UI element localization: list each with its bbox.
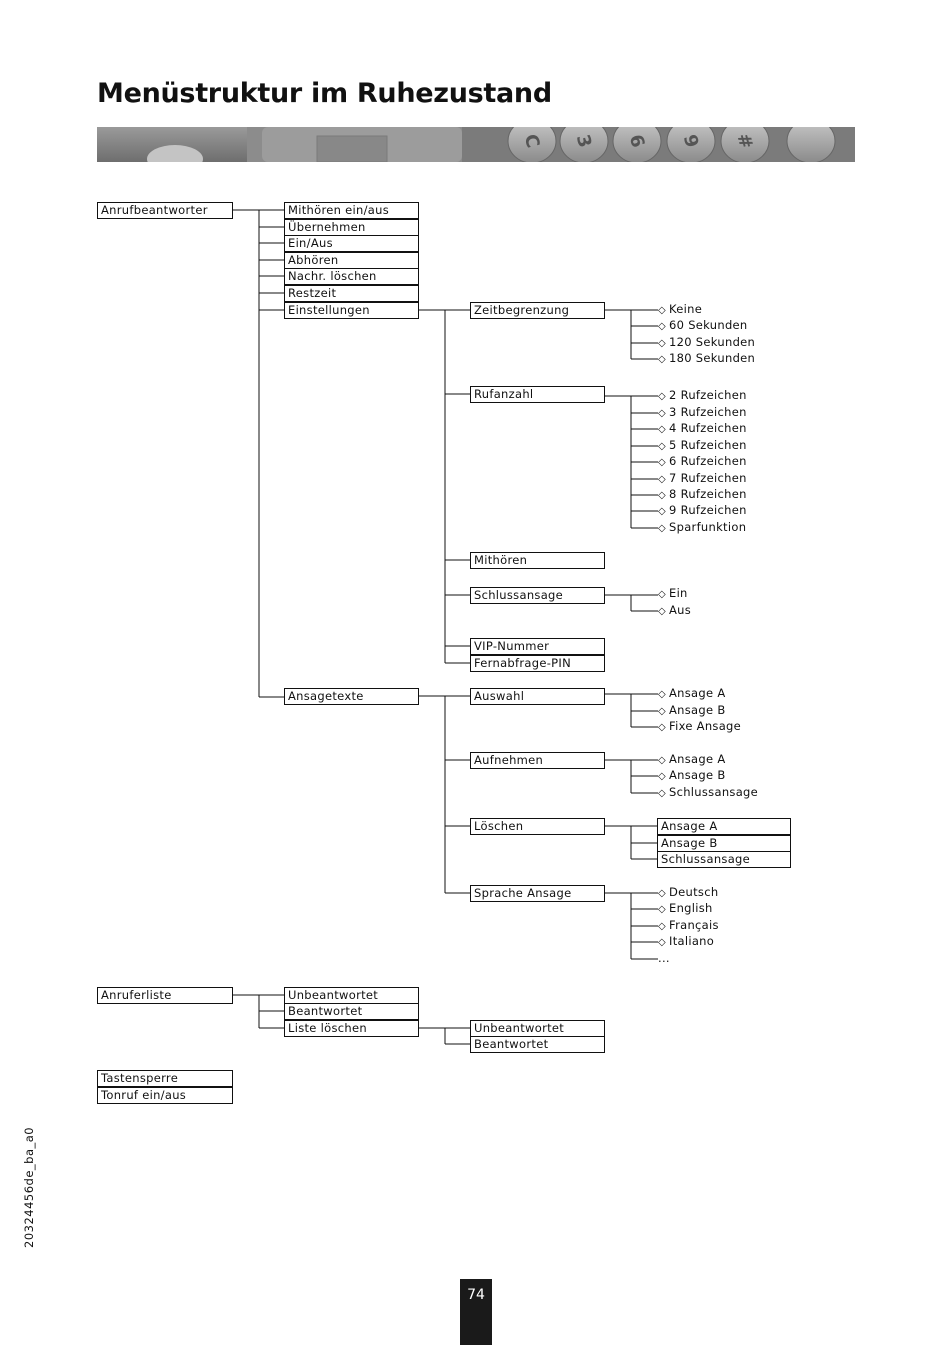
diamond-icon: ◇ bbox=[658, 788, 666, 799]
menu-item-zeitbegrenzung: Zeitbegrenzung bbox=[470, 302, 605, 319]
menu-item-unbeantwortet-loeschen: Unbeantwortet bbox=[470, 1020, 605, 1037]
menu-item-tastensperre: Tastensperre bbox=[97, 1070, 233, 1087]
menu-item-restzeit: Restzeit bbox=[284, 285, 419, 302]
option-item: ◇180 Sekunden bbox=[658, 351, 756, 365]
menu-item-beantwortet: Beantwortet bbox=[284, 1003, 419, 1020]
option-item: ◇Ansage B bbox=[658, 703, 726, 717]
menu-item-uebernehmen: Übernehmen bbox=[284, 219, 419, 236]
menu-item-anruferliste: Anruferliste bbox=[97, 987, 233, 1004]
diamond-icon: ◇ bbox=[658, 338, 666, 349]
option-item: ◇Français bbox=[658, 918, 719, 932]
menu-item-auswahl: Auswahl bbox=[470, 688, 605, 705]
option-item: ◇120 Sekunden bbox=[658, 335, 756, 349]
option-item: ◇Italiano bbox=[658, 934, 715, 948]
diamond-icon: ◇ bbox=[658, 937, 666, 948]
option-item: ◇Ansage A bbox=[658, 752, 726, 766]
menu-item-loeschen: Löschen bbox=[470, 818, 605, 835]
menu-item-fernabfrage-pin: Fernabfrage-PIN bbox=[470, 655, 605, 672]
document-id: 20324456de_ba_a0 bbox=[22, 1126, 36, 1248]
option-item: ... bbox=[658, 951, 670, 965]
diamond-icon: ◇ bbox=[658, 441, 666, 452]
option-item: ◇3 Rufzeichen bbox=[658, 405, 747, 419]
diamond-icon: ◇ bbox=[658, 424, 666, 435]
diamond-icon: ◇ bbox=[658, 305, 666, 316]
diamond-icon: ◇ bbox=[658, 771, 666, 782]
menu-item-loeschen-ansage-a: Ansage A bbox=[657, 818, 791, 835]
menu-item-unbeantwortet: Unbeantwortet bbox=[284, 987, 419, 1004]
diamond-icon: ◇ bbox=[658, 474, 666, 485]
menu-item-anrufbeantworter: Anrufbeantworter bbox=[97, 202, 233, 219]
option-item: ◇Schlussansage bbox=[658, 785, 759, 799]
option-item: ◇6 Rufzeichen bbox=[658, 454, 747, 468]
keypad-key-label: # bbox=[732, 131, 756, 151]
option-item: ◇Sparfunktion bbox=[658, 520, 747, 534]
option-item: ◇Ansage A bbox=[658, 686, 726, 700]
menu-item-sprache-ansage: Sprache Ansage bbox=[470, 885, 605, 902]
diamond-icon: ◇ bbox=[658, 888, 666, 899]
diamond-icon: ◇ bbox=[658, 722, 666, 733]
page-number: 74 bbox=[460, 1279, 492, 1345]
option-item: ◇60 Sekunden bbox=[658, 318, 748, 332]
menu-item-tonruf: Tonruf ein/aus bbox=[97, 1087, 233, 1104]
phone-keypad-photo: C 3 6 9 # bbox=[97, 118, 855, 173]
diamond-icon: ◇ bbox=[658, 354, 666, 365]
diamond-icon: ◇ bbox=[658, 904, 666, 915]
menu-item-einstellungen: Einstellungen bbox=[284, 302, 419, 319]
option-item: ◇9 Rufzeichen bbox=[658, 503, 747, 517]
diamond-icon: ◇ bbox=[658, 457, 666, 468]
diamond-icon: ◇ bbox=[658, 706, 666, 717]
menu-item-rufanzahl: Rufanzahl bbox=[470, 386, 605, 403]
diamond-icon: ◇ bbox=[658, 606, 666, 617]
diamond-icon: ◇ bbox=[658, 689, 666, 700]
diamond-icon: ◇ bbox=[658, 490, 666, 501]
diamond-icon: ◇ bbox=[658, 506, 666, 517]
diamond-icon: ◇ bbox=[658, 589, 666, 600]
option-item: ◇Keine bbox=[658, 302, 703, 316]
menu-item-beantwortet-loeschen: Beantwortet bbox=[470, 1036, 605, 1053]
option-item: ◇Fixe Ansage bbox=[658, 719, 742, 733]
menu-item-ansagetexte: Ansagetexte bbox=[284, 688, 419, 705]
diamond-icon: ◇ bbox=[658, 523, 666, 534]
diamond-icon: ◇ bbox=[658, 755, 666, 766]
diamond-icon: ◇ bbox=[658, 921, 666, 932]
menu-item-loeschen-schlussansage: Schlussansage bbox=[657, 851, 791, 868]
diamond-icon: ◇ bbox=[658, 408, 666, 419]
diamond-icon: ◇ bbox=[658, 321, 666, 332]
option-item: ◇English bbox=[658, 901, 713, 915]
keypad-key-label: 9 bbox=[679, 132, 703, 150]
option-item: ◇7 Rufzeichen bbox=[658, 471, 747, 485]
option-item: ◇Ansage B bbox=[658, 768, 726, 782]
keypad-key-label: 6 bbox=[625, 132, 649, 150]
menu-item-abhoeren: Abhören bbox=[284, 252, 419, 269]
keypad-key-label: 3 bbox=[572, 132, 596, 150]
menu-item-liste-loeschen: Liste löschen bbox=[284, 1020, 419, 1037]
diamond-icon: ◇ bbox=[658, 391, 666, 402]
option-item: ◇Ein bbox=[658, 586, 688, 600]
option-item: ◇Deutsch bbox=[658, 885, 719, 899]
menu-item-mithoeren: Mithören bbox=[470, 552, 605, 569]
menu-item-aufnehmen: Aufnehmen bbox=[470, 752, 605, 769]
menu-item-mithoeren-ein-aus: Mithören ein/aus bbox=[284, 202, 419, 219]
page-title: Menüstruktur im Ruhezustand bbox=[97, 78, 552, 109]
option-item: ◇Aus bbox=[658, 603, 692, 617]
menu-item-vip-nummer: VIP-Nummer bbox=[470, 638, 605, 655]
option-item: ◇8 Rufzeichen bbox=[658, 487, 747, 501]
option-item: ◇2 Rufzeichen bbox=[658, 388, 747, 402]
menu-item-loeschen-ansage-b: Ansage B bbox=[657, 835, 791, 852]
menu-item-nachr-loeschen: Nachr. löschen bbox=[284, 268, 419, 285]
option-item: ◇5 Rufzeichen bbox=[658, 438, 747, 452]
option-item: ◇4 Rufzeichen bbox=[658, 421, 747, 435]
menu-item-schlussansage: Schlussansage bbox=[470, 587, 605, 604]
menu-item-ein-aus: Ein/Aus bbox=[284, 235, 419, 252]
phone-keypad-image: C 3 6 9 # bbox=[97, 118, 855, 173]
keypad-key-label: C bbox=[520, 132, 544, 150]
